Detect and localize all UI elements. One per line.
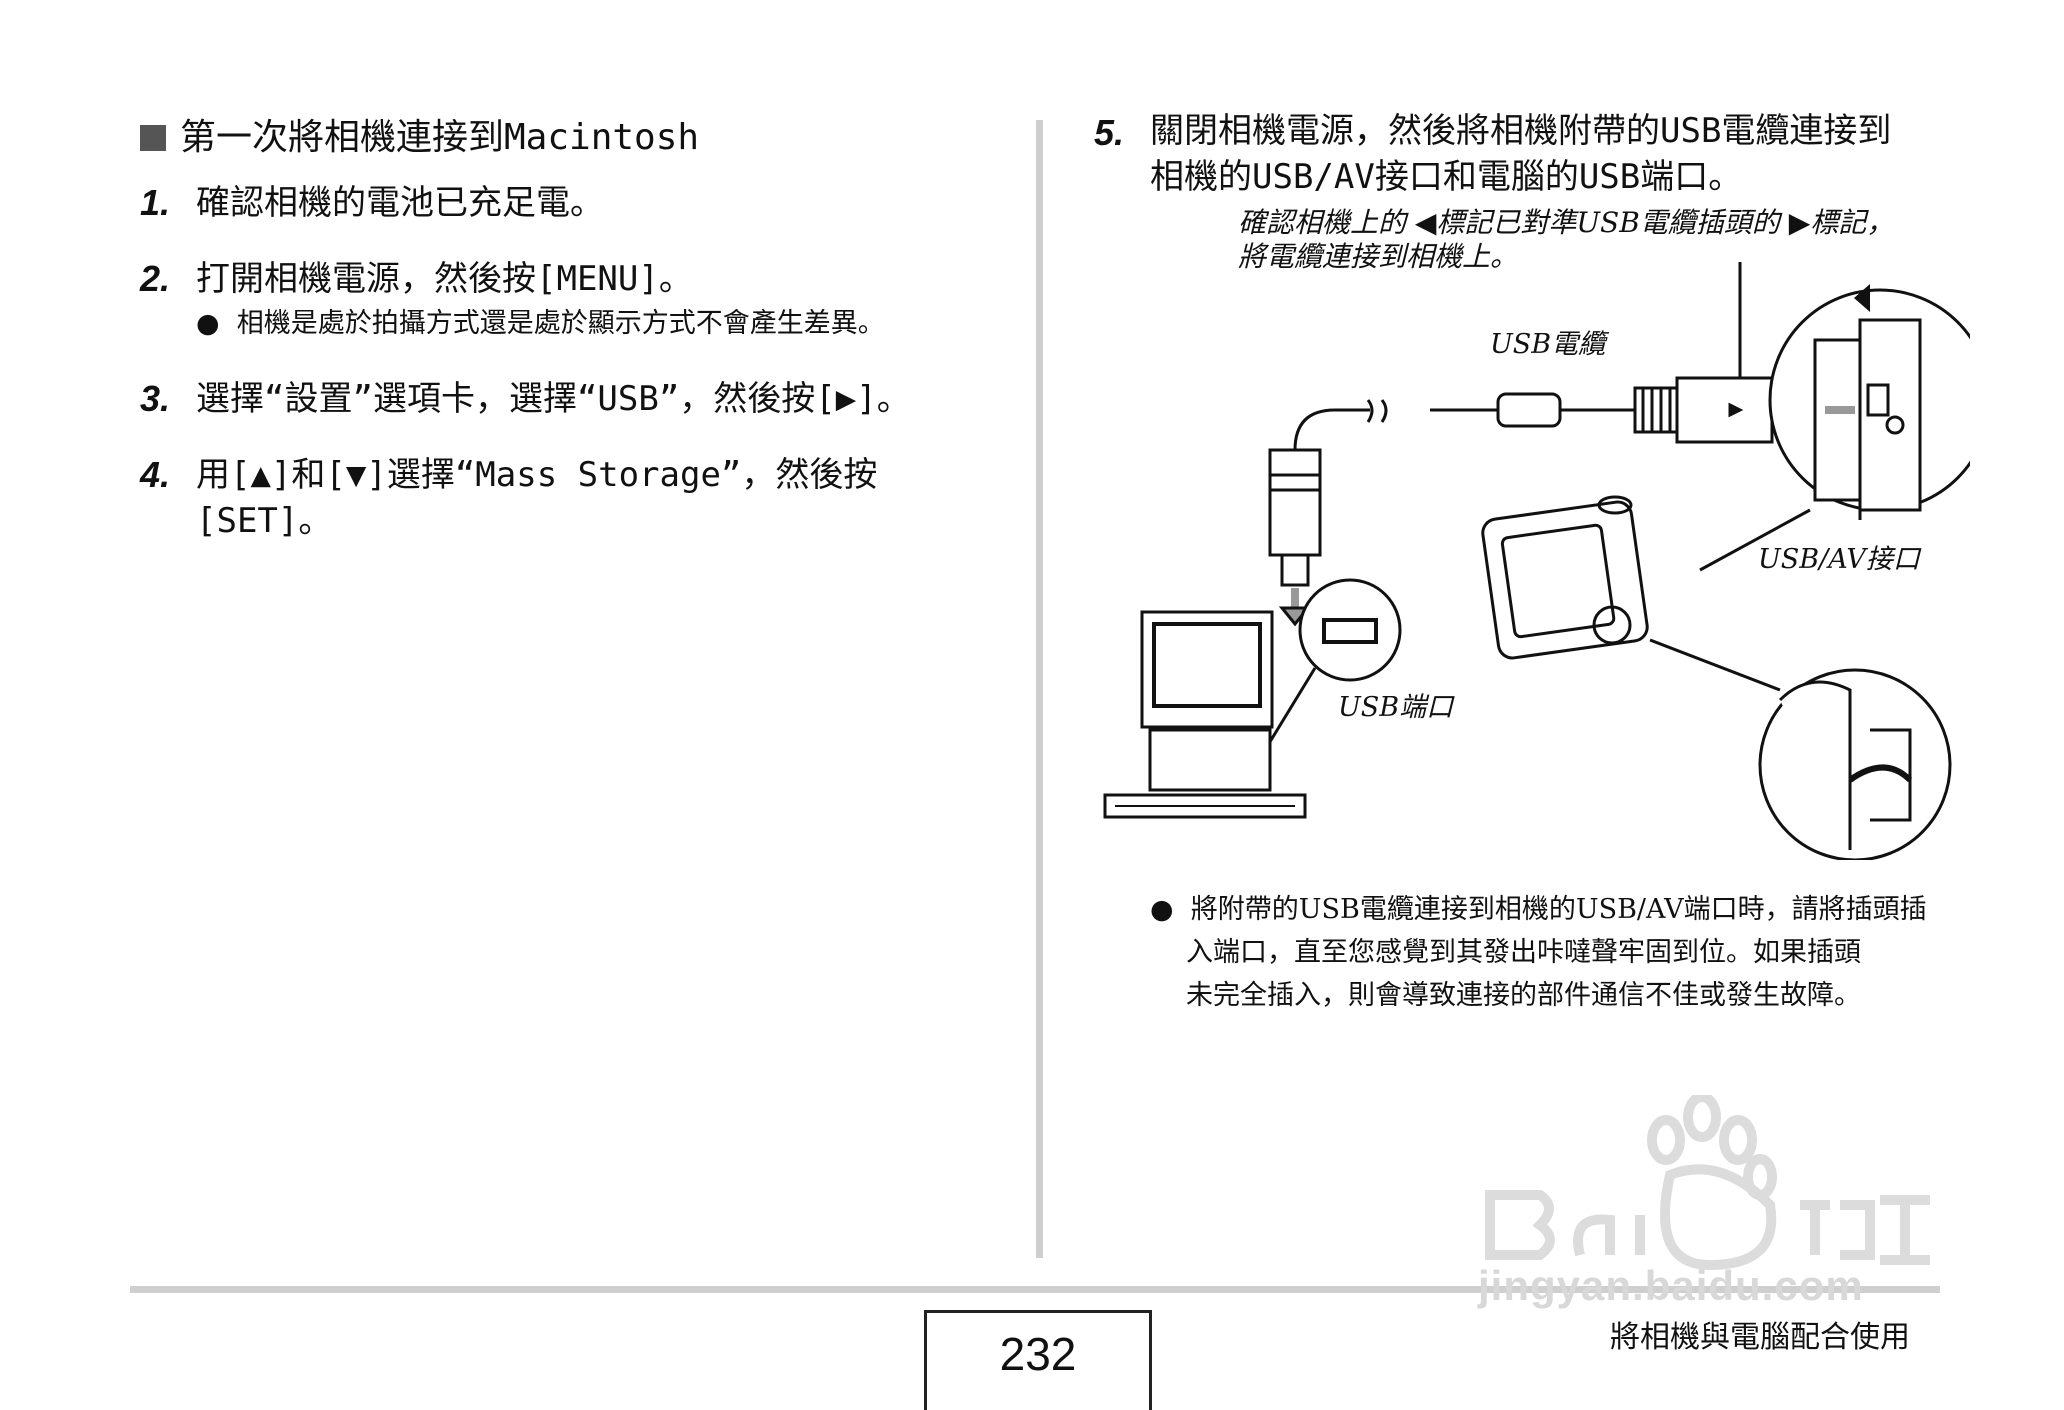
monitor-screen [1152,622,1262,708]
footer-caption: 將相機與電腦配合使用 [1610,1320,1910,1355]
step-4-text: 用[▲]和[▼]選擇“Mass Storage”，然後按 [SET]。 [196,455,878,541]
page-number: 232 [924,1310,1152,1410]
connection-note: 確認相機上的 ◀標記已對準USB電纜插頭的 ▶標記， 將電纜連接到相機上。 [1238,206,1895,273]
camera-mark-triangle-icon [1854,284,1870,312]
step-3-text: 選擇“設置”選項卡，選擇“USB”，然後按[▶]。 [196,379,911,419]
mark-triangle-icon [1728,402,1744,418]
computer-case [1148,728,1272,792]
step-number: 4. [140,454,171,495]
square-bullet-icon [140,125,166,151]
ferrite-core [1496,392,1562,428]
camera-dial [1592,605,1632,645]
step-number: 5. [1094,112,1125,153]
pc-usb-plug [1268,448,1322,557]
watermark-url: jingyan.baidu.com [1478,1262,1864,1309]
usb-av-port-label: USB/AV接口 [1758,544,1922,575]
pc-usb-port [1322,618,1378,644]
av-port-socket [1866,383,1890,417]
cable-break-icon [1366,399,1388,423]
usb-cable-label: USB電纜 [1490,329,1610,360]
footer-rule [130,1286,1940,1293]
usb-connection-diagram: USB電纜 USB/AV接口 USB端口 [1103,262,1970,860]
step-number: 3. [140,378,171,419]
step-1-text: 確認相機的電池已充足電。 [196,183,604,223]
section-title: 第一次將相機連接到Macintosh [140,108,699,160]
step-5-text: 關閉相機電源，然後將相機附帶的USB電纜連接到 相機的USB/AV接口和電腦的U… [1150,111,1892,197]
plug-body [1675,376,1774,444]
camera-screen [1500,523,1616,639]
step-5-bullet: ● 將附帶的USB電纜連接到相機的USB/AV端口時，請將插頭插 入端口，直至您… [1150,894,1927,1011]
pc-usb-connector [1280,553,1310,587]
column-divider [1036,120,1043,1258]
step-2-text: 打開相機電源，然後按[MENU]。 [196,259,693,299]
camera-shutter-button [1597,495,1633,515]
usb-port-label: USB端口 [1338,692,1455,723]
baidu-watermark-logo [1485,1095,1930,1271]
step-number: 2. [140,258,171,299]
rotate-arrow-icon [1848,764,1913,783]
step-2-bullet: ● 相機是處於拍攝方式還是處於顯示方式不會產生差異。 [196,308,885,339]
step-number: 1. [140,182,171,223]
